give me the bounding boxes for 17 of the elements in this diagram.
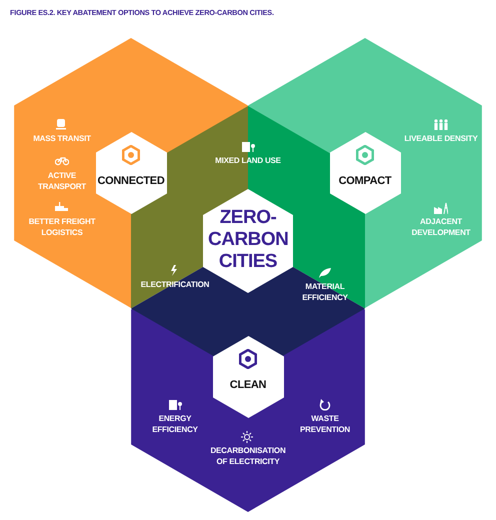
hexagon-title: CLEAN — [228, 379, 268, 391]
option-label: LIVEABLE DENSITY — [403, 133, 479, 144]
hexagon-title: CONNECTED — [96, 175, 166, 187]
hexagon-node — [330, 132, 400, 214]
option-label: ELECTRIFICATION — [140, 279, 210, 290]
hexagon-node — [96, 132, 166, 214]
option-label: DECARBONISATION OF ELECTRICITY — [210, 445, 286, 467]
option-label: MASS TRANSIT — [32, 133, 92, 144]
option-label: BETTER FREIGHT LOGISTICS — [28, 216, 96, 238]
hexagon-title: ZERO-CARBON CITIES — [208, 207, 288, 273]
option-label: ACTIVE TRANSPORT — [37, 170, 87, 192]
option-label: WASTE PREVENTION — [298, 413, 351, 435]
option-label: ADJACENT DEVELOPMENT — [410, 216, 472, 238]
option-label: MIXED LAND USE — [214, 155, 282, 166]
hexagon-node — [212, 336, 284, 418]
option-label: ENERGY EFFICIENCY — [151, 413, 199, 435]
hexagon-title: COMPACT — [338, 175, 392, 187]
